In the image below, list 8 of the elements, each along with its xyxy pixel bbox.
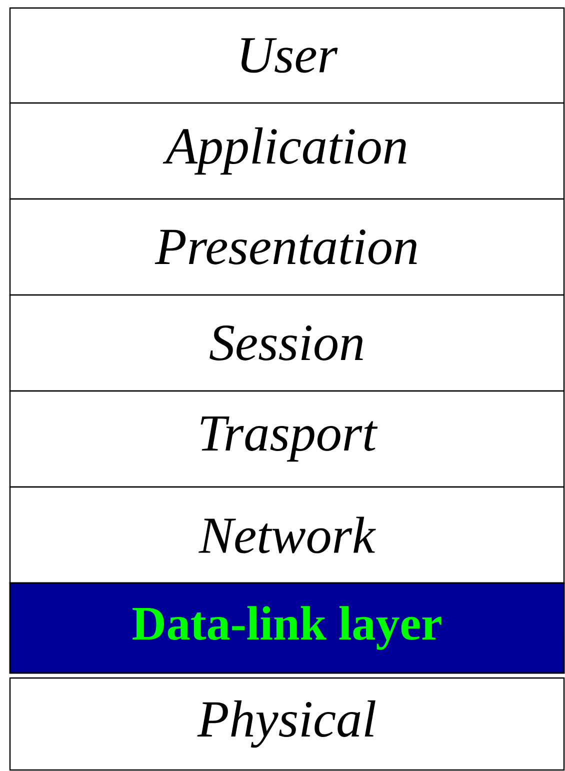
layer-box: User xyxy=(9,7,565,104)
highlighted-layer-box: Data-link layer xyxy=(9,582,565,674)
layer-box: Physical xyxy=(9,677,565,771)
layer-box: Trasport xyxy=(9,390,565,488)
layer-box: Application xyxy=(9,102,565,200)
layer-box: Network xyxy=(9,486,565,584)
layer-box: Presentation xyxy=(9,198,565,296)
layer-box: Session xyxy=(9,294,565,392)
